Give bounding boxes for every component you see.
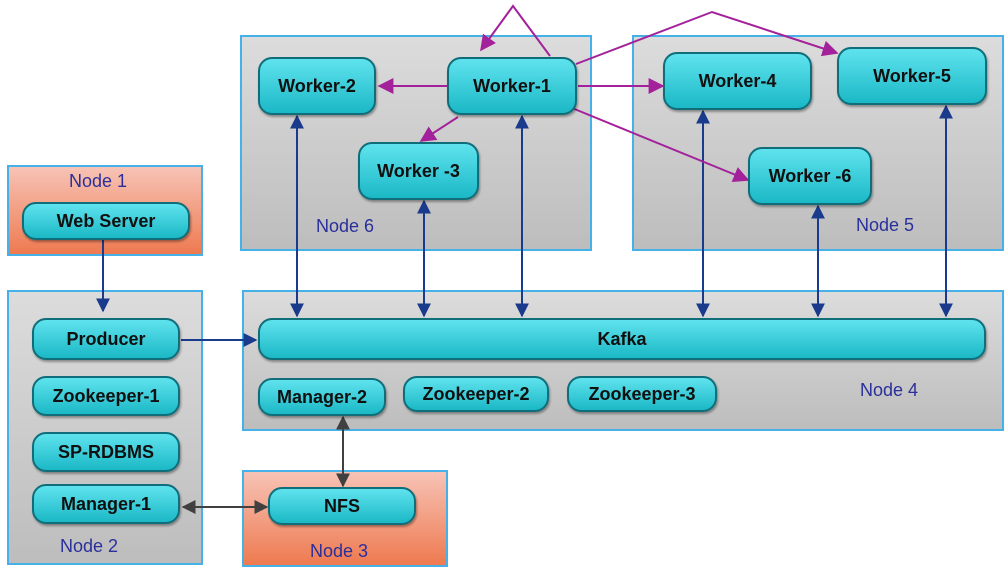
- worker-4[interactable]: Worker-4: [663, 52, 812, 110]
- manager-2[interactable]: Manager-2: [258, 378, 386, 416]
- node-2-label: Node 2: [60, 536, 119, 556]
- web-server[interactable]: Web Server: [22, 202, 190, 240]
- node-4-label: Node 4: [860, 380, 919, 400]
- zookeeper-3[interactable]: Zookeeper-3: [567, 376, 717, 412]
- worker1-to-worker5-arrow: [575, 10, 839, 65]
- node-1-label: Node 1: [69, 171, 128, 191]
- worker-1[interactable]: Worker-1: [447, 57, 577, 115]
- node-3-label: Node 3: [310, 541, 369, 561]
- worker-6[interactable]: Worker -6: [748, 147, 872, 205]
- worker1-to-worker3-arrow: [419, 116, 459, 142]
- sp-rdbms[interactable]: SP-RDBMS: [32, 432, 180, 472]
- zookeeper-1[interactable]: Zookeeper-1: [32, 376, 180, 416]
- worker1-self-loop-arrow: [480, 4, 551, 57]
- manager-1[interactable]: Manager-1: [32, 484, 180, 524]
- nfs[interactable]: NFS: [268, 487, 416, 525]
- producer[interactable]: Producer: [32, 318, 180, 360]
- node-6-label: Node 6: [316, 216, 375, 236]
- worker-2[interactable]: Worker-2: [258, 57, 376, 115]
- worker-3[interactable]: Worker -3: [358, 142, 479, 200]
- worker1-to-worker6-arrow: [571, 107, 750, 182]
- kafka[interactable]: Kafka: [258, 318, 986, 360]
- zookeeper-2[interactable]: Zookeeper-2: [403, 376, 549, 412]
- node-5-label: Node 5: [856, 215, 915, 235]
- worker-5[interactable]: Worker-5: [837, 47, 987, 105]
